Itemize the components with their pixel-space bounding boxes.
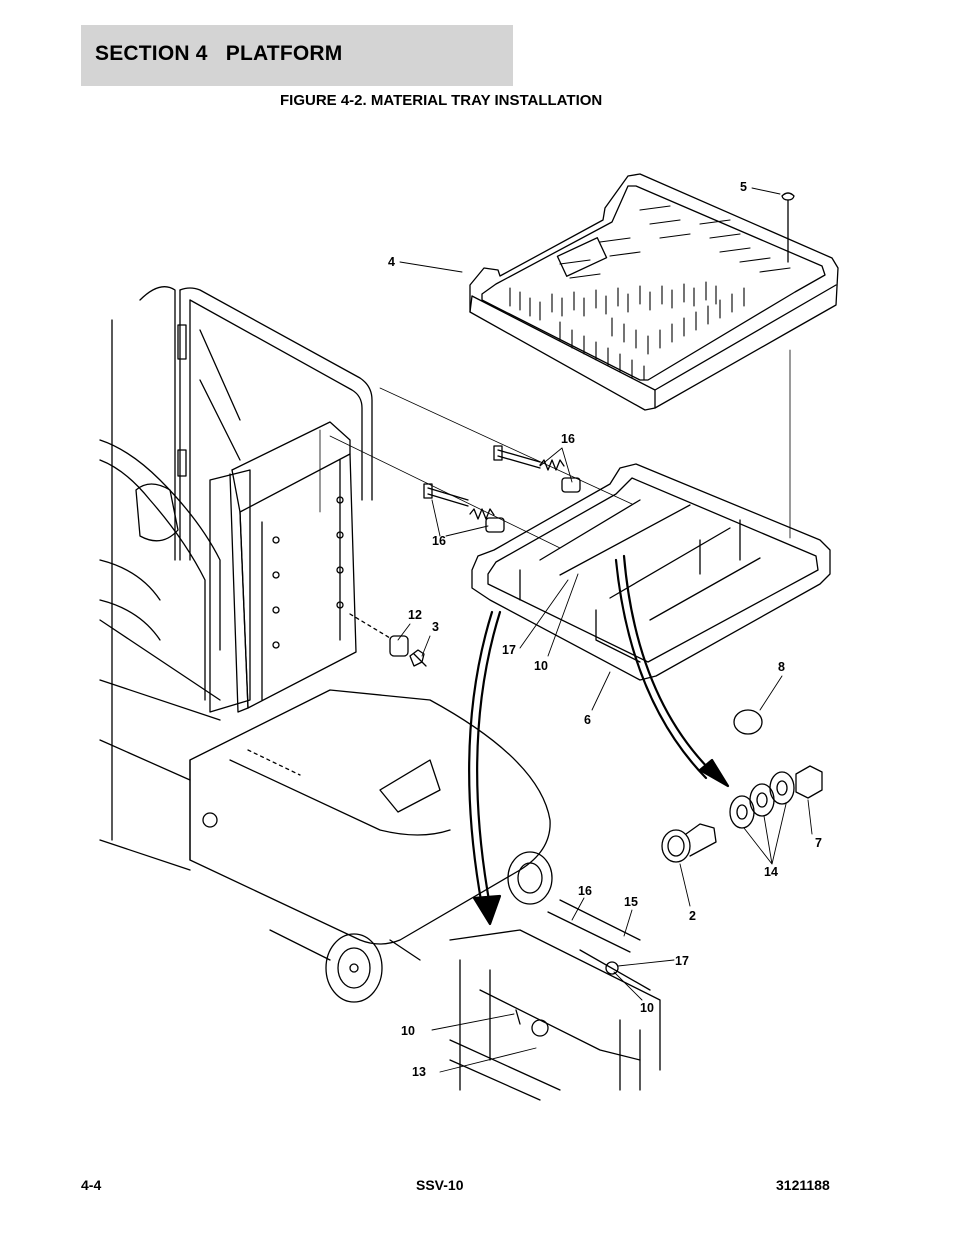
callout-17: 17: [502, 643, 516, 657]
callout-7: 7: [815, 836, 822, 850]
callout-5: 5: [740, 180, 747, 194]
callout-3: 3: [432, 620, 439, 634]
material-tray: [469, 173, 839, 411]
section-header-banner: [81, 25, 513, 86]
callout-10: 10: [640, 1001, 654, 1015]
callout-14: 14: [764, 865, 778, 879]
callout-16: 16: [578, 884, 592, 898]
callout-8: 8: [778, 660, 785, 674]
detail-view: [449, 899, 661, 1101]
base-chassis: [99, 689, 553, 1003]
callout-10: 10: [401, 1024, 415, 1038]
callout-10: 10: [534, 659, 548, 673]
model-name: SSV-10: [416, 1177, 464, 1193]
callout-12: 12: [408, 608, 422, 622]
fastener-5: [781, 192, 795, 263]
callout-13: 13: [412, 1065, 426, 1079]
callout-16: 16: [561, 432, 575, 446]
callout-6: 6: [584, 713, 591, 727]
section-title: SECTION 4 PLATFORM: [95, 42, 343, 65]
callout-17: 17: [675, 954, 689, 968]
mast-column: [209, 421, 357, 713]
leader-lines: [397, 187, 813, 1073]
guide-lines: [319, 349, 791, 549]
page-number: 4-4: [81, 1177, 102, 1193]
document-number: 3121188: [776, 1177, 830, 1193]
callout-2: 2: [689, 909, 696, 923]
assembly-arrows: [468, 554, 730, 926]
tray-frame: [471, 463, 831, 681]
callout-16: 16: [432, 534, 446, 548]
callout-15: 15: [624, 895, 638, 909]
figure-title: FIGURE 4-2. MATERIAL TRAY INSTALLATION: [280, 92, 603, 109]
pins-and-springs: [349, 445, 581, 667]
callout-4: 4: [388, 255, 395, 269]
roller-hardware: [661, 709, 823, 863]
guard-rail: [99, 286, 373, 841]
